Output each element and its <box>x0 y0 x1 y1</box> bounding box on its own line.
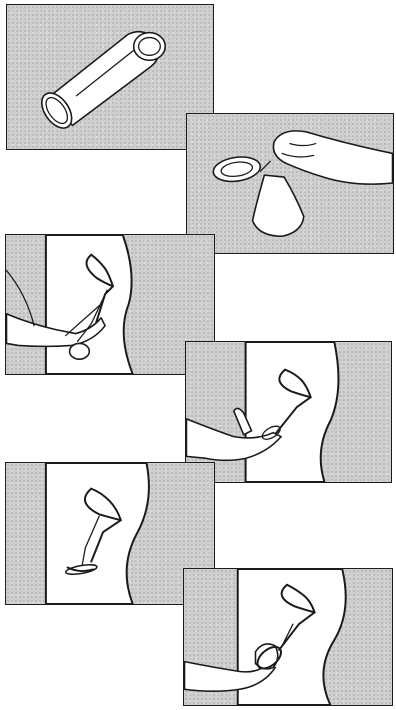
removal-illustration <box>184 569 392 705</box>
finger-push-illustration <box>186 342 391 482</box>
condom-illustration <box>7 5 213 149</box>
step-6-panel <box>183 568 393 706</box>
step-3-panel <box>5 234 215 375</box>
insertion-illustration <box>6 235 214 374</box>
step-1-panel <box>6 4 214 150</box>
step-4-panel <box>185 341 392 483</box>
hand-squeezing-ring-illustration <box>187 114 393 253</box>
step-2-panel <box>186 113 394 254</box>
